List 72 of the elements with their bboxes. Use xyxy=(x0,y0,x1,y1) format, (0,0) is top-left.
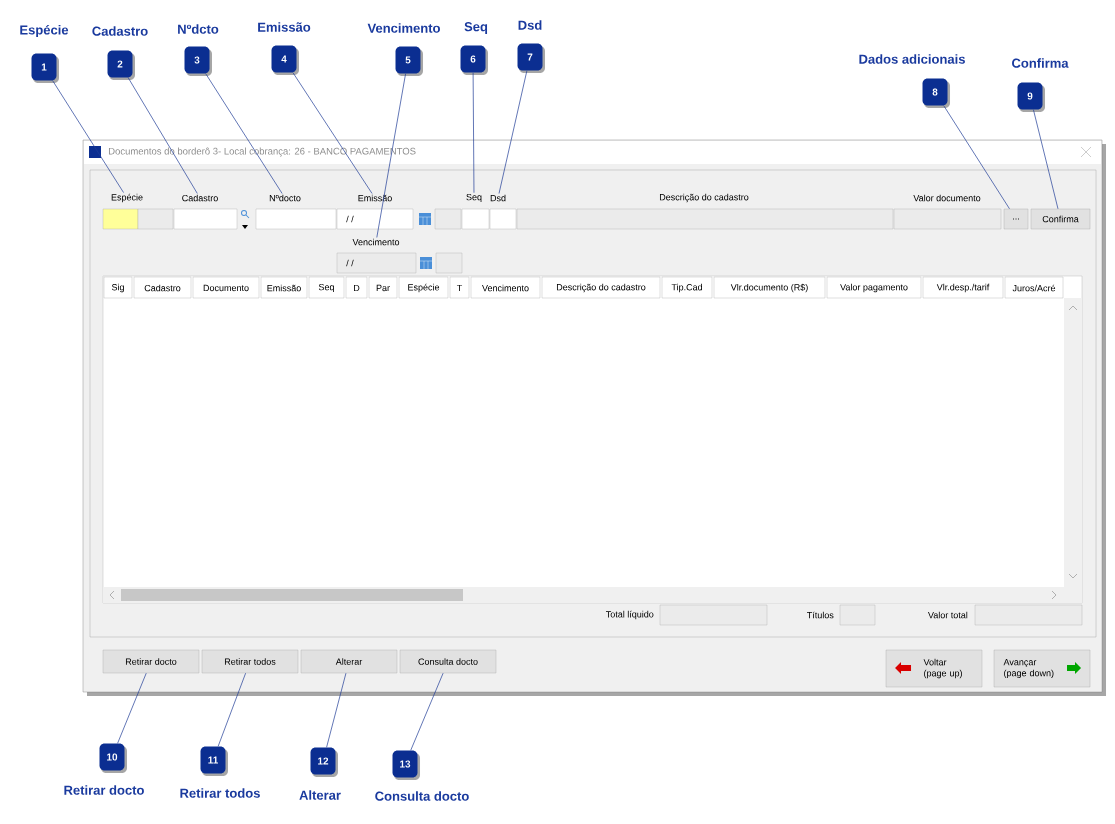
leader-line xyxy=(410,672,444,751)
field-label: Seq xyxy=(466,193,482,203)
callout-title: Seq xyxy=(464,22,488,34)
callout-number: 1 xyxy=(31,53,59,83)
callout-number: 8 xyxy=(922,78,950,108)
leader-line xyxy=(326,672,347,748)
column-header: Documento xyxy=(192,276,260,299)
column-header: Cadastro xyxy=(133,276,192,299)
column-header: Vlr.desp./tarif xyxy=(922,276,1004,299)
column-header: D xyxy=(345,276,368,299)
callout-number: 9 xyxy=(1017,82,1045,112)
button: ... xyxy=(1003,208,1029,230)
callout-title: Emissão xyxy=(258,22,311,32)
callout-title: Espécie xyxy=(20,24,69,38)
leader-line xyxy=(376,73,406,238)
field-label: Cadastro xyxy=(182,194,218,202)
leader-line xyxy=(52,80,124,193)
callout-number: 5 xyxy=(395,46,423,76)
button: Alterar xyxy=(300,649,398,674)
callout-title: Retirar todos xyxy=(180,788,260,798)
callout-number: 7 xyxy=(517,43,545,73)
field-label: Espécie xyxy=(111,193,143,203)
callout-title: Retirar docto xyxy=(64,785,144,795)
button: Consulta docto xyxy=(399,649,497,674)
field-label: Vencimento xyxy=(352,238,400,246)
callout-title: Consulta docto xyxy=(375,791,469,801)
callout-number: 3 xyxy=(184,46,212,76)
callout-title: Nºdcto xyxy=(178,24,219,34)
callout-title: Confirma xyxy=(1012,58,1069,68)
column-header: Tip.Cad xyxy=(661,276,713,299)
callout-number: 6 xyxy=(460,45,488,75)
field-label: Emissão xyxy=(358,194,392,202)
callout-title: Cadastro xyxy=(92,26,148,36)
button: Retirar todos xyxy=(201,649,299,674)
column-header: Juros/Acré xyxy=(1004,276,1064,299)
leader-line xyxy=(205,73,283,194)
callout-title: Alterar xyxy=(299,790,341,800)
leader-line xyxy=(1033,109,1059,210)
column-header: Sig xyxy=(103,276,133,299)
leader-line xyxy=(472,72,475,194)
column-header: Par xyxy=(368,276,398,299)
field-label: Dsd xyxy=(490,194,506,202)
callout-number: 13 xyxy=(392,750,420,780)
column-header: Emissão xyxy=(260,276,308,299)
field-label: Títulos xyxy=(807,611,834,619)
field-label: Nºdocto xyxy=(269,194,301,202)
field-label: Valor documento xyxy=(913,194,981,202)
callout-number: 12 xyxy=(310,747,338,777)
callout-number: 4 xyxy=(271,45,299,75)
column-header: T xyxy=(449,276,470,299)
leader-line xyxy=(127,77,198,194)
callout-number: 11 xyxy=(200,746,228,776)
column-header: Valor pagamento xyxy=(826,276,922,299)
callout-title: Dados adicionais xyxy=(859,54,965,64)
column-header: Seq xyxy=(308,276,345,299)
field-label: Total líquido xyxy=(606,610,654,620)
date-placeholder: / / xyxy=(346,215,354,223)
callout-title: Dsd xyxy=(518,20,542,30)
button: Voltar (page up) xyxy=(885,649,983,688)
field-label: Valor total xyxy=(928,611,968,619)
leader-line xyxy=(292,72,373,194)
leader-line xyxy=(498,70,528,194)
date-placeholder: / / xyxy=(346,259,354,267)
leader-line xyxy=(117,672,147,744)
leader-line xyxy=(943,105,1010,210)
button: Avançar (page down) xyxy=(993,649,1091,688)
field-label: Descrição do cadastro xyxy=(660,193,749,203)
button: Retirar docto xyxy=(102,649,200,674)
callout-number: 10 xyxy=(99,743,127,773)
leader-line xyxy=(217,672,246,747)
callout-title: Vencimento xyxy=(367,23,440,33)
callout-number: 2 xyxy=(107,50,135,80)
